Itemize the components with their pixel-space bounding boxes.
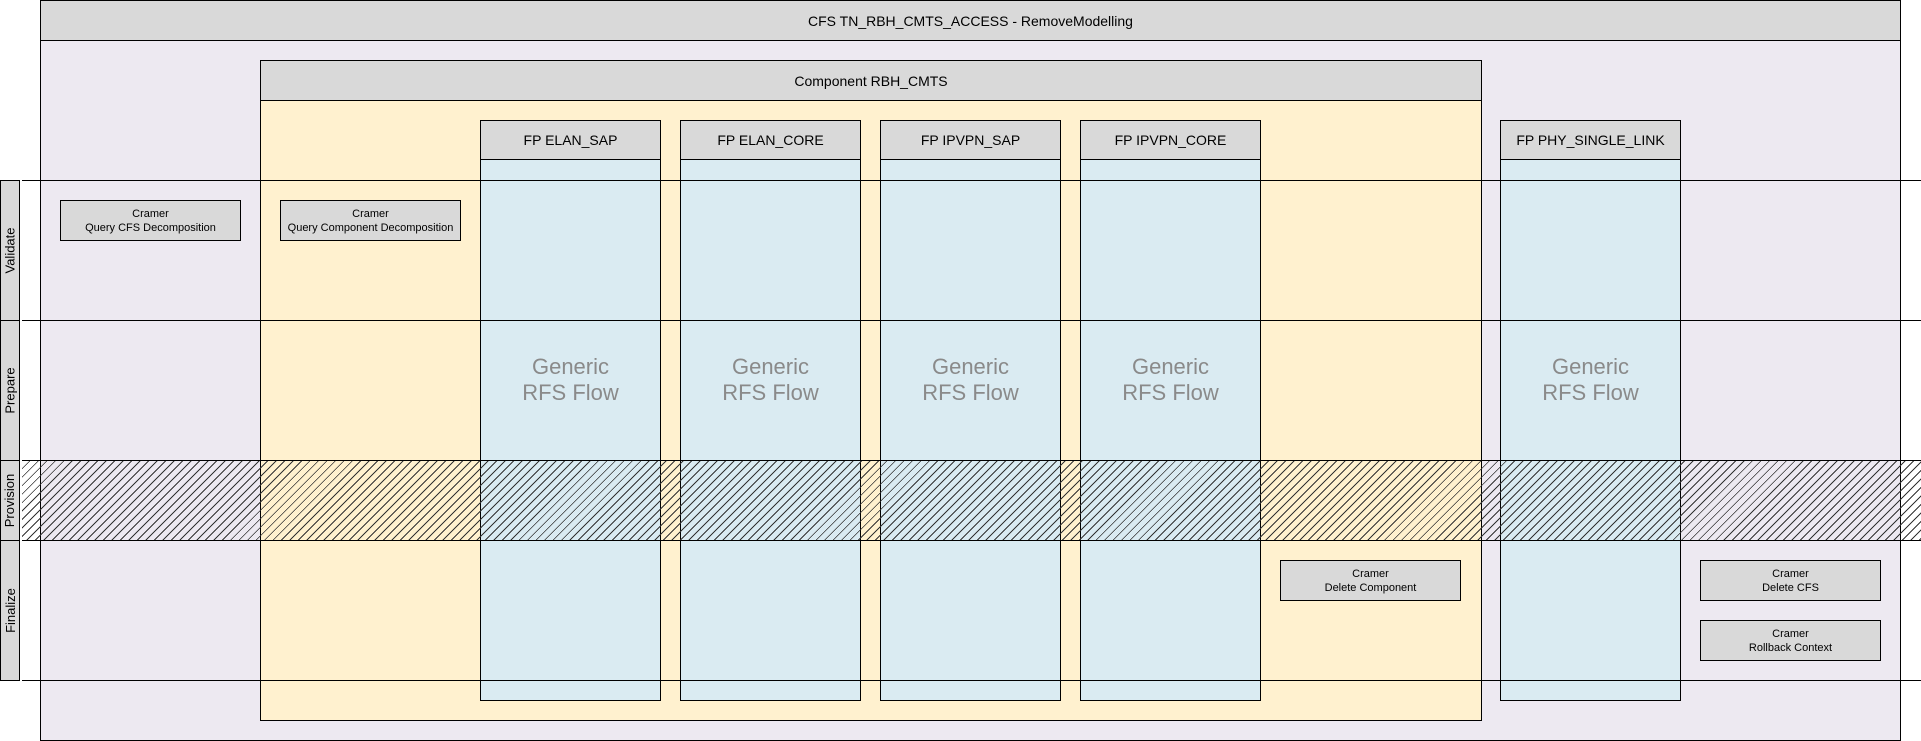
fp-header-elan-core: FP ELAN_CORE [680, 120, 861, 160]
task-action: Delete Component [1324, 581, 1417, 594]
fp-body-elan-sap: Generic RFS Flow [522, 354, 619, 405]
task-system: Cramer [1772, 567, 1809, 580]
fp-body-phy-single-link: Generic RFS Flow [1542, 354, 1639, 405]
task-action: Rollback Context [1748, 641, 1833, 654]
fp-body-ipvpn-core: Generic RFS Flow [1122, 354, 1219, 405]
task-action: Query Component Decomposition [287, 221, 454, 234]
fp-column-elan-sap [480, 120, 661, 701]
task-query-component-decomposition[interactable]: Cramer Query Component Decomposition [280, 200, 461, 241]
fp-body-ipvpn-sap: Generic RFS Flow [922, 354, 1019, 405]
lane-prepare [22, 320, 1921, 461]
fp-header-ipvpn-core: FP IPVPN_CORE [1080, 120, 1261, 160]
component-container [260, 60, 1482, 721]
fp-header-phy-single-link: FP PHY_SINGLE_LINK [1500, 120, 1681, 160]
cfs-title: CFS TN_RBH_CMTS_ACCESS - RemoveModelling [40, 0, 1901, 41]
lane-label-prepare: Prepare [0, 320, 20, 461]
fp-header-ipvpn-sap: FP IPVPN_SAP [880, 120, 1061, 160]
fp-column-elan-core [680, 120, 861, 701]
fp-column-ipvpn-sap [880, 120, 1061, 701]
fp-column-phy-single-link [1500, 120, 1681, 701]
task-system: Cramer [1772, 627, 1809, 640]
lane-label-provision: Provision [0, 460, 20, 541]
task-system: Cramer [352, 207, 389, 220]
task-delete-component[interactable]: Cramer Delete Component [1280, 560, 1461, 601]
task-rollback-context[interactable]: Cramer Rollback Context [1700, 620, 1881, 661]
fp-column-ipvpn-core [1080, 120, 1261, 701]
lane-finalize [22, 540, 1921, 681]
task-delete-cfs[interactable]: Cramer Delete CFS [1700, 560, 1881, 601]
lane-label-validate: Validate [0, 180, 20, 321]
lane-label-finalize: Finalize [0, 540, 20, 681]
task-action: Query CFS Decomposition [85, 221, 216, 234]
component-title: Component RBH_CMTS [260, 60, 1482, 101]
fp-body-elan-core: Generic RFS Flow [722, 354, 819, 405]
lane-provision-hatched [22, 460, 1921, 541]
task-query-cfs-decomposition[interactable]: Cramer Query CFS Decomposition [60, 200, 241, 241]
fp-header-elan-sap: FP ELAN_SAP [480, 120, 661, 160]
task-system: Cramer [132, 207, 169, 220]
task-system: Cramer [1352, 567, 1389, 580]
task-action: Delete CFS [1762, 581, 1819, 594]
